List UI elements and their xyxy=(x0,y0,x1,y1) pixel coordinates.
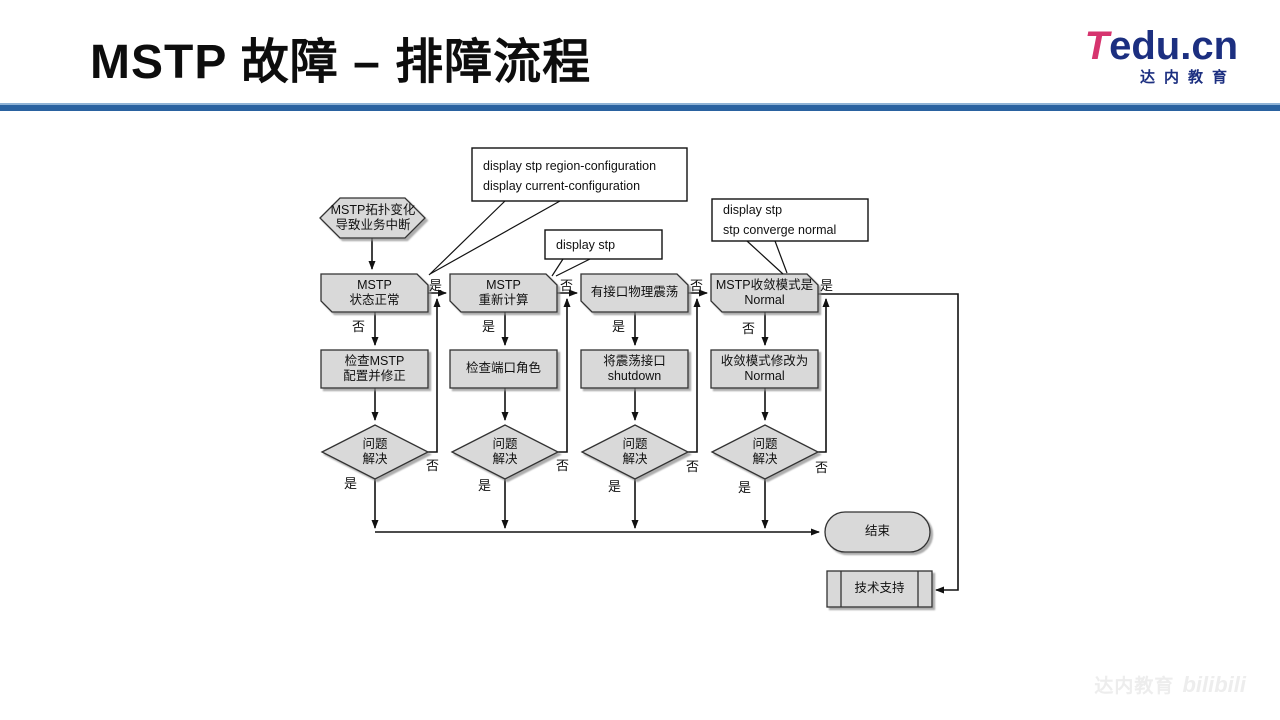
resolve-1-label: 问题 解决 xyxy=(362,436,388,466)
action-4-label: 收敛模式修改为 Normal xyxy=(720,353,809,383)
branch-right-1: 是 xyxy=(429,278,443,293)
logo-letter-t: T xyxy=(1084,24,1110,68)
callout3-line2: stp converge normal xyxy=(723,223,837,237)
page-title: MSTP 故障 – 排障流程 xyxy=(90,36,592,89)
end-label: 结束 xyxy=(864,524,890,539)
resolve-diamond-2 xyxy=(450,424,560,480)
header-divider xyxy=(0,103,1280,111)
branch-down-1: 否 xyxy=(352,319,366,334)
resolve-no-2: 否 xyxy=(556,458,570,473)
decision-1-label: MSTP 状态正常 xyxy=(349,277,400,307)
action-box-3 xyxy=(580,349,689,389)
logo-tagline: 达内教育 xyxy=(1139,69,1236,86)
callout1-text: display stp region-configuration display… xyxy=(483,156,656,196)
start-label: MSTP拓扑变化 导致业务中断 xyxy=(330,202,416,232)
resolve-no-4: 否 xyxy=(815,460,829,475)
resolve-2-label: 问题 解决 xyxy=(492,436,518,466)
callouts xyxy=(428,147,869,277)
callout2-text: display stp xyxy=(556,235,615,255)
start-hexagon xyxy=(319,197,426,239)
action-box-1 xyxy=(320,349,429,389)
action-box-2 xyxy=(449,349,558,389)
edge-r1-feedback xyxy=(428,298,441,453)
callout1-leader-a xyxy=(428,200,506,276)
resolve-yes-1: 是 xyxy=(344,476,358,491)
resolve-no-1: 否 xyxy=(426,458,440,473)
resolve-yes-3: 是 xyxy=(608,479,622,494)
decision-card-1 xyxy=(320,273,429,313)
decision-2-label: MSTP 重新计算 xyxy=(478,277,529,307)
callout3-box xyxy=(711,198,869,242)
action-1-label: 检查MSTP 配置并修正 xyxy=(343,353,406,383)
edge-r4-feedback xyxy=(818,298,830,453)
decision-card-3 xyxy=(580,273,689,313)
branch-right-3: 否 xyxy=(690,278,704,293)
decision-4-label: MSTP收敛模式是 Normal xyxy=(715,277,814,307)
bilibili-logo: bilibili xyxy=(1182,672,1246,697)
resolve-diamond-3 xyxy=(580,424,690,480)
nodes xyxy=(319,197,933,608)
branch-down-2: 是 xyxy=(482,319,496,334)
callout1-leader-b xyxy=(429,200,561,275)
decision-card-2 xyxy=(449,273,558,313)
branch-right-4: 是 xyxy=(820,278,834,293)
resolve-3-label: 问题 解决 xyxy=(622,436,648,466)
support-label: 技术支持 xyxy=(854,581,905,596)
resolve-diamond-1 xyxy=(320,424,430,480)
callout2-leader-b xyxy=(555,258,591,277)
decision-card-4 xyxy=(710,273,819,313)
resolve-4-label: 问题 解决 xyxy=(752,436,778,466)
edge-r3-feedback xyxy=(688,298,701,453)
resolve-diamond-4 xyxy=(710,424,820,480)
decision-3-label: 有接口物理震荡 xyxy=(590,285,679,300)
callout3-text: display stp stp converge normal xyxy=(723,200,836,240)
end-terminator xyxy=(824,511,931,553)
tedu-logo: Tedu.cn 达内教育 xyxy=(1085,26,1238,85)
callout2-box xyxy=(544,229,663,260)
edge-d4-support xyxy=(818,293,959,594)
action-box-4 xyxy=(710,349,819,389)
resolve-no-3: 否 xyxy=(686,459,700,474)
callout3-leader-a xyxy=(746,240,784,275)
edge-r2-feedback xyxy=(558,298,571,453)
action-2-label: 检查端口角色 xyxy=(465,361,541,376)
branch-down-4: 否 xyxy=(742,321,756,336)
resolve-yes-2: 是 xyxy=(478,478,492,493)
logo-wordmark-rest: edu.cn xyxy=(1109,24,1238,68)
callout-leaders xyxy=(428,200,788,277)
branch-right-2: 否 xyxy=(560,278,574,293)
callout1-line2: display current-configuration xyxy=(483,179,641,193)
callout2-line1: display stp xyxy=(556,238,616,252)
callout1-line1: display stp region-configuration xyxy=(483,159,657,173)
resolve-yes-4: 是 xyxy=(738,480,752,495)
watermark-text: 达内教育 xyxy=(1094,676,1175,697)
support-box-bars xyxy=(840,571,919,607)
callout-boxes xyxy=(471,147,869,260)
logo-wordmark: Tedu.cn xyxy=(1085,26,1238,66)
connectors xyxy=(368,238,959,594)
branch-down-3: 是 xyxy=(612,319,626,334)
callout3-line1: display stp xyxy=(723,203,783,217)
watermark: 达内教育 bilibili xyxy=(1094,671,1246,698)
callout2-leader-a xyxy=(551,258,564,277)
callout1-box xyxy=(471,147,688,202)
callout3-leader-b xyxy=(774,240,788,274)
support-box xyxy=(826,570,933,608)
action-3-label: 将震荡接口 shutdown xyxy=(603,353,666,383)
